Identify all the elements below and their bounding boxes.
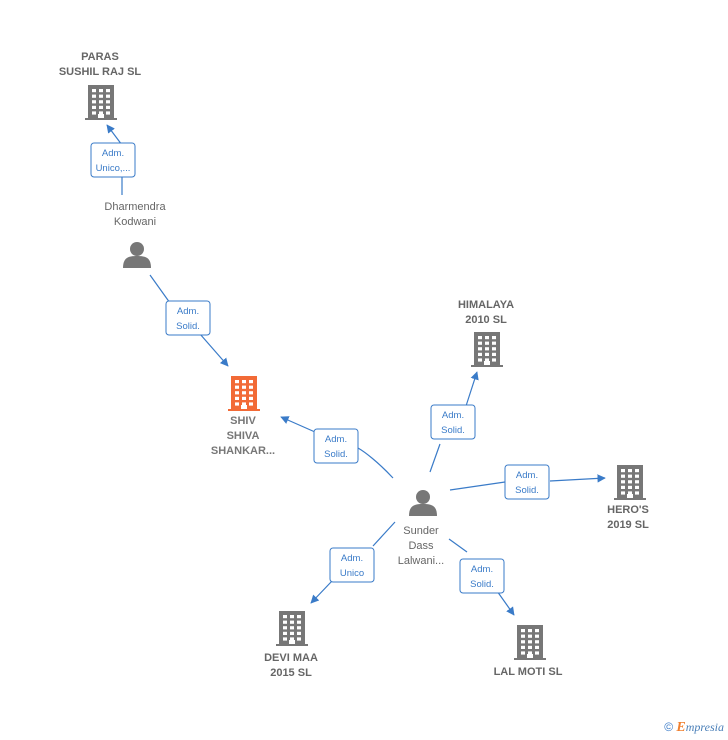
node-devi[interactable]: DEVI MAA 2015 SL <box>264 611 318 679</box>
node-lalmoti[interactable]: LAL MOTI SL <box>494 625 563 678</box>
copyright-symbol: © <box>664 720 674 734</box>
edge-label-text: Solid. <box>470 579 494 590</box>
building-icon <box>228 376 260 411</box>
edge-label-text: Adm. <box>102 148 124 159</box>
edge-label-text: Adm. <box>341 553 363 564</box>
edge-label-text: Unico <box>340 568 364 579</box>
edge-line <box>448 538 514 615</box>
edge-label-box <box>504 464 550 500</box>
node-label: 2010 SL <box>465 314 507 326</box>
edge-label-box <box>329 547 375 583</box>
edge-label-box <box>459 558 505 594</box>
building-icon <box>471 332 503 367</box>
edge-line <box>449 478 605 491</box>
node-label: Dharmendra <box>104 201 166 213</box>
edge-line <box>107 125 123 195</box>
node-sunder[interactable]: SunderDassLalwani... <box>398 490 444 567</box>
edge-sunder-himalaya[interactable]: Adm. Solid. <box>429 372 477 473</box>
edge-sunder-shiv[interactable]: Adm. Solid. <box>281 417 394 479</box>
edge-dharmendra-shiv[interactable]: Adm. Solid. <box>149 274 228 366</box>
edge-label-text: Adm. <box>177 306 199 317</box>
node-label: SHIV <box>230 415 256 427</box>
edge-line <box>429 372 477 473</box>
edge-label-box <box>90 142 136 178</box>
node-paras[interactable]: PARAS SUSHIL RAJ SL <box>59 51 142 120</box>
node-label: HERO'S <box>607 504 649 516</box>
edge-label-text: Solid. <box>176 321 200 332</box>
node-label: SUSHIL RAJ SL <box>59 66 142 78</box>
empresia-credit[interactable]: © Empresia <box>664 720 724 736</box>
edge-label-text: Adm. <box>442 410 464 421</box>
node-label: SHANKAR... <box>211 445 275 457</box>
edge-label-box <box>313 428 359 464</box>
edge-sunder-devi[interactable]: Adm. Unico <box>311 521 396 603</box>
edge-label-text: Solid. <box>515 485 539 496</box>
building-icon <box>276 611 308 646</box>
building-icon <box>514 625 546 660</box>
edge-label-text: Adm. <box>325 434 347 445</box>
building-icon <box>614 465 646 500</box>
edge-label-text: Adm. <box>471 564 493 575</box>
node-heros[interactable]: HERO'S 2019 SL <box>607 465 649 531</box>
edge-label-text: Unico,... <box>96 163 131 174</box>
node-label: 2019 SL <box>607 519 649 531</box>
node-shiv[interactable]: SHIV SHIVA SHANKAR... <box>211 376 275 457</box>
edge-sunder-lalmoti[interactable]: Adm. Solid. <box>448 538 514 615</box>
node-himalaya[interactable]: HIMALAYA 2010 SL <box>458 299 514 367</box>
node-label: Dass <box>408 540 434 552</box>
edge-dharmendra-paras[interactable]: Adm. Unico,... <box>90 125 136 195</box>
building-icon <box>85 85 117 120</box>
edge-line <box>281 417 394 479</box>
node-label: Kodwani <box>114 216 156 228</box>
node-label: PARAS <box>81 51 119 63</box>
person-icon <box>409 490 437 516</box>
node-label: Sunder <box>403 525 439 537</box>
person-icon <box>123 242 151 268</box>
node-label: SHIVA <box>227 430 260 442</box>
node-label: 2015 SL <box>270 667 312 679</box>
edge-label-text: Solid. <box>441 425 465 436</box>
edge-sunder-heros[interactable]: Adm. Solid. <box>449 464 605 500</box>
edge-label-text: Solid. <box>324 449 348 460</box>
edge-line <box>149 274 228 366</box>
node-label: LAL MOTI SL <box>494 666 563 678</box>
node-label: HIMALAYA <box>458 299 514 311</box>
edge-label-box <box>430 404 476 440</box>
node-label: DEVI MAA <box>264 652 318 664</box>
edge-label-box <box>165 300 211 336</box>
node-label: Lalwani... <box>398 555 444 567</box>
edge-line <box>311 521 396 603</box>
brand-logo: Empresia <box>676 720 724 735</box>
edge-label-text: Adm. <box>516 470 538 481</box>
